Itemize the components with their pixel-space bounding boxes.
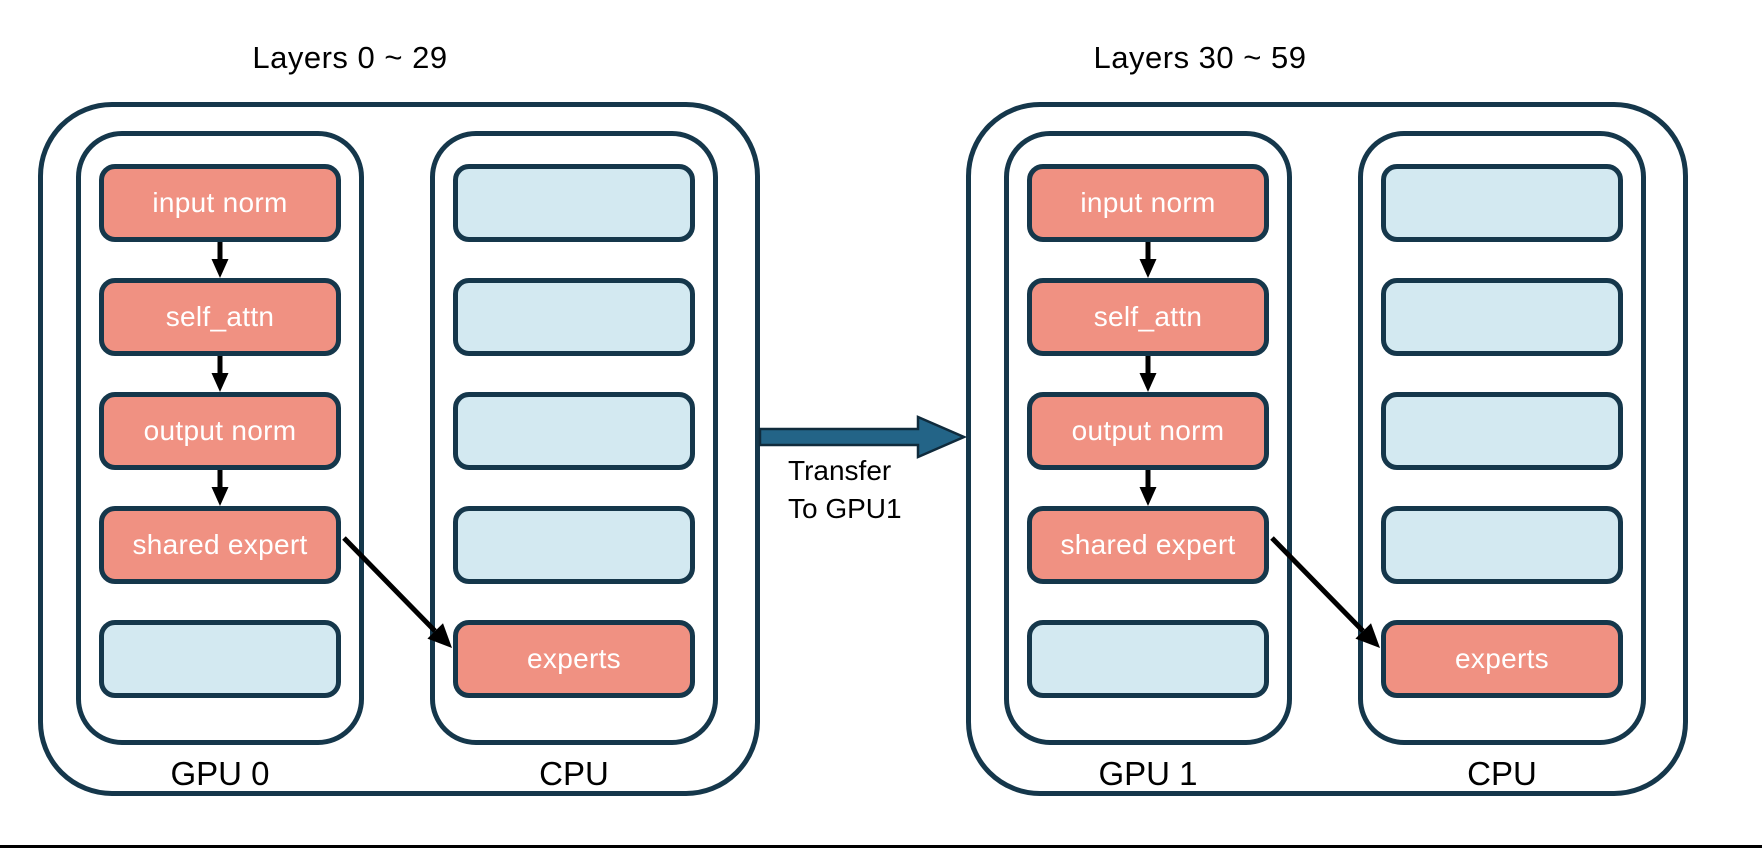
- empty-slot: [1027, 620, 1269, 698]
- module-box-output-norm: output norm: [99, 392, 341, 470]
- transfer-label: Transfer To GPU1: [788, 455, 902, 524]
- empty-slot: [453, 392, 695, 470]
- slot-gap: [562, 584, 586, 620]
- module-box-input-norm: input norm: [1027, 164, 1269, 242]
- gpu0-column: input norm self_attn output norm shared …: [76, 131, 364, 745]
- down-arrow-icon: [1139, 356, 1157, 392]
- cpu0-column: experts: [430, 131, 718, 745]
- slot-gap: [1490, 242, 1514, 278]
- gpu0-label: GPU 0: [170, 755, 270, 792]
- down-arrow-icon: [211, 470, 229, 506]
- down-arrow-icon: [1139, 470, 1157, 506]
- slot-gap: [562, 356, 586, 392]
- module-box-experts: experts: [453, 620, 695, 698]
- slide-bottom-edge: [0, 845, 1762, 848]
- module-box-shared-expert: shared expert: [1027, 506, 1269, 584]
- empty-slot: [453, 278, 695, 356]
- module-box-input-norm: input norm: [99, 164, 341, 242]
- empty-slot: [99, 620, 341, 698]
- group-0-title: Layers 0 ~ 29: [252, 40, 448, 75]
- module-box-experts: experts: [1381, 620, 1623, 698]
- cpu-label: CPU: [539, 755, 609, 792]
- gpu1-label: GPU 1: [1098, 755, 1198, 792]
- module-box-self-attn: self_attn: [99, 278, 341, 356]
- layer-group-1-box: input norm self_attn output norm shared …: [966, 102, 1688, 796]
- slot-gap: [1490, 584, 1514, 620]
- module-box-self-attn: self_attn: [1027, 278, 1269, 356]
- group-1-title: Layers 30 ~ 59: [1093, 40, 1307, 75]
- layer-group-0-box: input norm self_attn output norm shared …: [38, 102, 760, 796]
- down-arrow-icon: [1139, 242, 1157, 278]
- transfer-arrow: [758, 415, 968, 459]
- slot-gap: [1136, 584, 1160, 620]
- empty-slot: [453, 506, 695, 584]
- empty-slot: [1381, 164, 1623, 242]
- empty-slot: [1381, 278, 1623, 356]
- slot-gap: [562, 470, 586, 506]
- empty-slot: [453, 164, 695, 242]
- cpu-label: CPU: [1467, 755, 1537, 792]
- gpu1-column: input norm self_attn output norm shared …: [1004, 131, 1292, 745]
- module-box-output-norm: output norm: [1027, 392, 1269, 470]
- empty-slot: [1381, 392, 1623, 470]
- slot-gap: [1490, 356, 1514, 392]
- slot-gap: [1490, 470, 1514, 506]
- empty-slot: [1381, 506, 1623, 584]
- down-arrow-icon: [211, 242, 229, 278]
- slot-gap: [208, 584, 232, 620]
- slot-gap: [562, 242, 586, 278]
- down-arrow-icon: [211, 356, 229, 392]
- cpu1-column: experts: [1358, 131, 1646, 745]
- module-box-shared-expert: shared expert: [99, 506, 341, 584]
